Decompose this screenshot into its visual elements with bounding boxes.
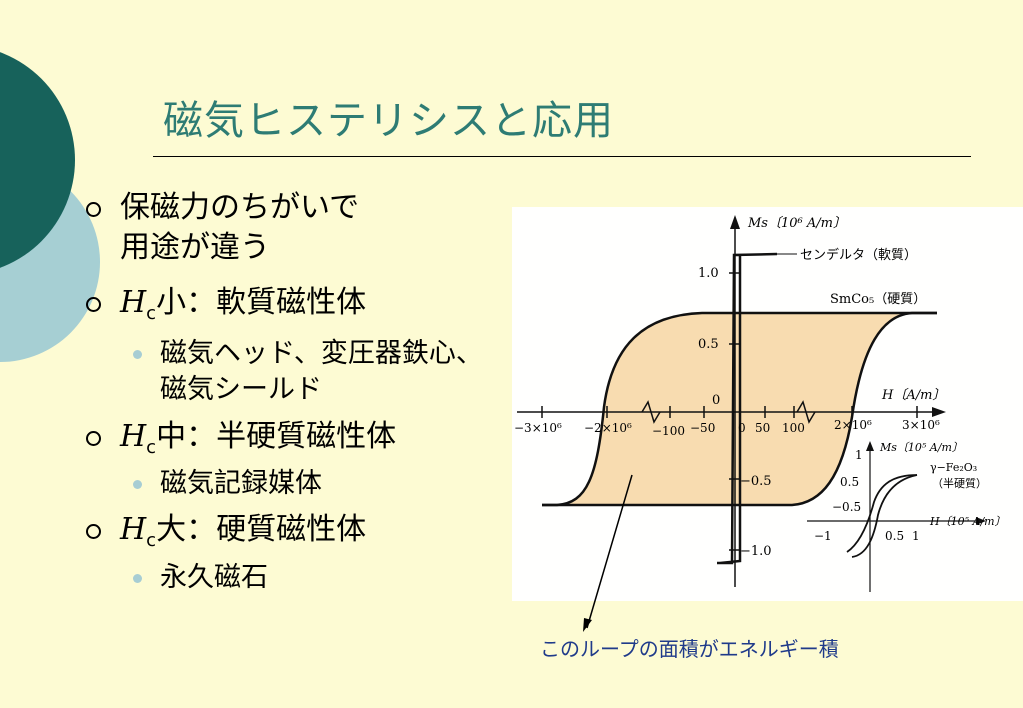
dark-circle	[0, 52, 75, 268]
bullet-hard-magnetic: Hc大：硬質磁性体	[86, 510, 367, 561]
x-tick-label: −2×10⁶	[584, 421, 632, 435]
hc-symbol: H	[120, 419, 147, 454]
x-tick-label: −3×10⁶	[514, 421, 562, 435]
inset-curve-label: γ−Fe₂O₃	[930, 461, 977, 474]
inset-x-tick: 0.5	[885, 529, 904, 543]
subbullet-dot-icon	[133, 480, 142, 489]
y-axis-arrow	[730, 215, 740, 229]
axis-break-left	[641, 400, 661, 424]
y-tick-label: 0.5	[698, 337, 719, 352]
bullet-semi-hard-magnetic: Hc中：半硬質磁性体	[86, 417, 397, 468]
main-y-axis-label: Ms〔10⁶ A/m〕	[747, 215, 846, 231]
subbullet-hard-uses: 永久磁石	[133, 560, 268, 596]
hysteresis-diagram: Ms〔10⁶ A/m〕 H〔A/m〕 1.0 0.5 0 −0.5 −1.0 −…	[514, 215, 1006, 592]
bullet-text: 小：軟質磁性体	[156, 285, 367, 320]
caption-arrow-head	[583, 618, 592, 632]
sendelta-loop-curve	[717, 252, 778, 565]
bullet-line: 用途が違う	[120, 230, 270, 265]
bullet-soft-magnetic: Hc小：軟質磁性体	[86, 283, 367, 334]
y-tick-label: 0	[712, 393, 720, 408]
axis-break-right	[796, 400, 816, 424]
bullet-ring-icon	[86, 297, 101, 312]
bullet-text: 中：半硬質磁性体	[156, 419, 397, 454]
smco5-label: SmCo₅（硬質）	[830, 292, 926, 307]
y-axis-ticks	[729, 272, 741, 551]
subbullet-dot-icon	[133, 574, 142, 583]
y-tick-label: 1.0	[698, 266, 719, 281]
sendelta-label: センデルタ（軟質）	[800, 247, 917, 263]
bullet-line: 保磁力のちがいで	[120, 190, 360, 225]
x-tick-label: 2×10⁶	[834, 418, 872, 432]
inset-y-tick: 0.5	[840, 475, 859, 489]
x-tick-label: −50	[690, 421, 715, 435]
decorative-circles	[0, 52, 100, 362]
inset-loop-lower	[851, 474, 918, 558]
inset-y-tick: −0.5	[832, 500, 861, 514]
hc-symbol: H	[120, 285, 147, 320]
x-tick-label: 3×10⁶	[902, 418, 940, 432]
inset-chart: Ms〔10⁵ A/m〕 H〔10⁵ A/m〕 1 0.5 −0.5 −1 0.5…	[807, 441, 1006, 592]
slide-title: 磁気ヒステリシスと応用	[163, 98, 614, 144]
subbullet-line: 磁気シールド	[160, 374, 322, 405]
x-axis-ticks	[541, 406, 918, 418]
subbullet-line: 磁気記録媒体	[160, 468, 322, 499]
x-tick-label: −100	[652, 424, 685, 438]
inset-curve-note: （半硬質）	[932, 476, 987, 490]
smco5-loop-curve	[542, 311, 937, 507]
smco5-loop-area	[542, 313, 932, 505]
bullet-ring-icon	[86, 431, 101, 446]
subbullet-line: 磁気ヘッド、変圧器鉄心、	[160, 338, 483, 369]
subbullet-semi-hard-uses: 磁気記録媒体	[133, 466, 322, 502]
subbullet-dot-icon	[133, 350, 142, 359]
x-tick-label: 50	[755, 421, 770, 435]
inset-y-arrow	[866, 441, 874, 451]
inset-x-tick: 1	[912, 529, 920, 543]
hc-subscript: c	[146, 303, 157, 324]
hc-symbol: H	[120, 512, 147, 547]
hc-subscript: c	[146, 437, 157, 458]
loop-area-caption: このループの面積がエネルギー積	[540, 637, 839, 661]
inset-x-tick: −1	[814, 529, 832, 543]
inset-x-arrow	[976, 517, 986, 525]
y-tick-label: −1.0	[740, 544, 772, 559]
inset-y-tick: 1	[855, 448, 863, 462]
inset-loop-upper	[846, 474, 918, 553]
bullet-text: 大：硬質磁性体	[156, 512, 367, 547]
inset-x-axis-label: H〔10⁵ A/m〕	[929, 515, 1006, 528]
hc-subscript: c	[146, 530, 157, 551]
bullet-coercivity: 保磁力のちがいで 用途が違う	[86, 188, 360, 268]
x-tick-label: 0	[738, 421, 746, 435]
x-axis-arrow	[932, 407, 946, 417]
subbullet-soft-uses: 磁気ヘッド、変圧器鉄心、 磁気シールド	[133, 336, 483, 408]
inset-y-axis-label: Ms〔10⁵ A/m〕	[879, 441, 963, 454]
main-x-axis-label: H〔A/m〕	[881, 387, 945, 403]
title-divider	[153, 156, 971, 157]
x-tick-label: 100	[782, 421, 805, 435]
y-tick-label: −0.5	[740, 474, 772, 489]
subbullet-line: 永久磁石	[160, 562, 268, 593]
hysteresis-figure: Ms〔10⁶ A/m〕 H〔A/m〕 1.0 0.5 0 −0.5 −1.0 −…	[512, 207, 1023, 601]
bullet-ring-icon	[86, 202, 101, 217]
bullet-ring-icon	[86, 524, 101, 539]
